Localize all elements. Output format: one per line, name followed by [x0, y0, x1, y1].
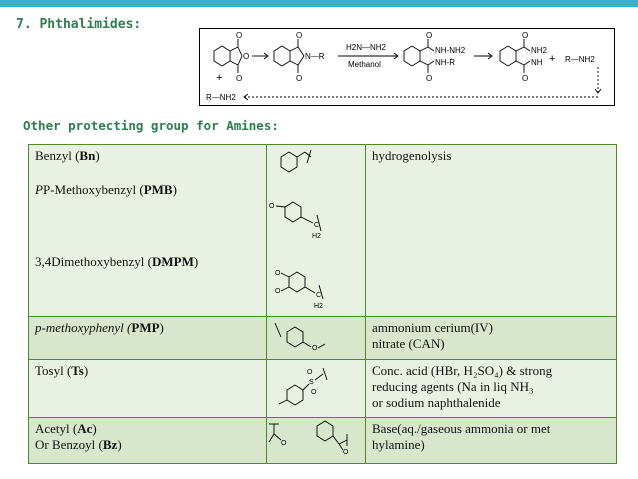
o-label: O — [307, 369, 313, 376]
o-label: O — [522, 31, 528, 40]
solvent-label: Methanol — [348, 60, 381, 69]
group-name-text: P-Methoxybenzyl ( — [42, 182, 144, 197]
table-row: Tosyl (Ts) S O O Conc. acid (HBr, H₂SO₄)… — [28, 359, 617, 418]
o-label: O — [522, 74, 528, 83]
o-label: O — [236, 74, 242, 83]
o-label: O — [296, 74, 302, 83]
o-label: O — [275, 288, 281, 295]
group-name-pmp: p-methoxyphenyl ( — [35, 320, 132, 335]
group-name-benzoyl: Or Benzoyl (Bz) — [35, 437, 122, 452]
s-label: S — [309, 379, 314, 386]
arrowhead — [487, 52, 493, 60]
removal-cell: ammonium cerium(IV) nitrate (CAN) — [365, 316, 617, 360]
section-subtitle: Other protecting group for Amines: — [23, 118, 279, 133]
h2-label: H2 — [314, 303, 323, 310]
c-label: C — [316, 292, 321, 299]
removal-line: Base(aq./gaseous ammonia or met — [372, 421, 551, 436]
benzoyl-structure: O — [316, 420, 349, 456]
h2-label: H2 — [312, 233, 321, 240]
structure-cell: O C H2 O O C H2 — [265, 144, 367, 317]
removal-line: hylamine) — [372, 437, 425, 452]
arrowhead — [393, 52, 399, 60]
arrowhead — [594, 88, 602, 94]
table-row: Acetyl (Ac) Or Benzoyl (Bz) O O — [28, 417, 617, 464]
o-label: O — [426, 74, 432, 83]
o-label: O — [236, 31, 242, 40]
removal-cell: Conc. acid (HBr, H₂SO₄) & strong reducin… — [365, 359, 617, 418]
top-accent-bar — [0, 0, 638, 7]
plus-sign: + — [216, 72, 222, 84]
n-alkylphthalimide-structure: O O N—R — [273, 31, 325, 83]
arrowhead — [243, 93, 249, 101]
plus-sign: + — [549, 53, 555, 65]
pmb-structure: O C H2 — [269, 201, 322, 240]
table-row: p-methoxyphenyl (PMP) O ammonium cerium(… — [28, 316, 617, 360]
group-name-cell: Benzyl (Bn) PP-Methoxybenzyl (PMB) 3,4Di… — [28, 144, 267, 317]
phthalic-anhydride-structure: O O O — [213, 31, 249, 83]
removal-cell: hydrogenolysis — [365, 144, 617, 317]
o-label: O — [269, 203, 275, 210]
o-label: O — [281, 440, 287, 447]
nh-r-label: NH-R — [435, 58, 455, 67]
group-name-benzyl: Benzyl (Bn) — [35, 148, 100, 163]
n-r-label: N—R — [305, 52, 325, 61]
group-name-cell: Acetyl (Ac) Or Benzoyl (Bz) — [28, 417, 267, 464]
hydrazide-intermediate-structure: O O NH-NH2 NH-R — [403, 31, 466, 83]
o-label: O — [343, 449, 349, 456]
amine-product-label: R—NH2 — [565, 55, 595, 64]
arrowhead — [263, 52, 269, 60]
o-label: O — [426, 31, 432, 40]
tosyl-structure: S O O — [278, 367, 328, 406]
group-name-pmb: PP-Methoxybenzyl (PMB) — [35, 182, 177, 197]
c-label: C — [314, 222, 319, 229]
dmpm-structure: O O C H2 — [275, 270, 324, 310]
acetyl-structure: O — [268, 423, 287, 447]
structure-cell: O O — [265, 417, 367, 464]
reagent-label: H2N—NH2 — [346, 43, 387, 52]
structure-cell: O — [265, 316, 367, 360]
o-label: O — [311, 389, 317, 396]
o-label: O — [296, 31, 302, 40]
nh-label: NH — [531, 58, 543, 67]
nh2-label: NH2 — [531, 46, 548, 55]
group-name-cell: p-methoxyphenyl (PMP) — [28, 316, 267, 360]
o-label: O — [312, 345, 318, 352]
removal-line: reducing agents (Na in liq NH₃ — [372, 379, 534, 394]
removal-line: nitrate (CAN) — [372, 336, 445, 351]
pmp-structure: O — [274, 322, 325, 352]
group-name-cell: Tosyl (Ts) — [28, 359, 267, 418]
o-label: O — [275, 270, 281, 277]
removal-line: ammonium cerium(IV) — [372, 320, 493, 335]
slide-title: 7. Phthalimides: — [16, 17, 142, 32]
structure-cell: S O O — [265, 359, 367, 418]
protecting-group-table: Benzyl (Bn) PP-Methoxybenzyl (PMB) 3,4Di… — [28, 144, 617, 464]
group-name-acetyl: Acetyl (Ac) — [35, 421, 97, 436]
amine-return-label: R—NH2 — [206, 93, 236, 102]
removal-cell: Base(aq./gaseous ammonia or met hylamine… — [365, 417, 617, 464]
o-label: O — [243, 52, 249, 61]
benzyl-structure — [280, 149, 312, 173]
removal-line: Conc. acid (HBr, H₂SO₄) & strong — [372, 363, 553, 378]
reaction-scheme: O O O + R—NH2 O O N—R H2N—NH2 Methanol O — [199, 28, 615, 106]
table-row: Benzyl (Bn) PP-Methoxybenzyl (PMB) 3,4Di… — [28, 144, 617, 317]
nh-nh2-label: NH-NH2 — [435, 46, 466, 55]
removal-line: or sodium naphthalenide — [372, 395, 501, 410]
phthalhydrazide-structure: O O NH2 NH — [499, 31, 548, 83]
group-name-dmpm: 3,4Dimethoxybenzyl (DMPM) — [35, 254, 199, 269]
